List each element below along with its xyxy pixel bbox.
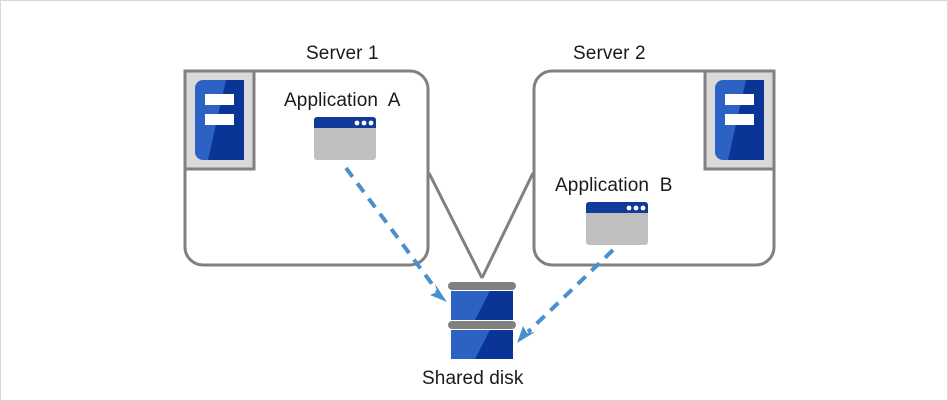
window-dot-icon [361,120,367,126]
shared-disk-label: Shared disk [422,368,524,389]
window-dot-icon [368,120,374,126]
server-1-label: Server 1 [306,43,379,64]
server-2-label: Server 2 [573,43,646,64]
window-dot-icon [626,205,632,211]
application-window-a [314,117,376,160]
application-window-a-titlebar [314,117,376,128]
disk-platter-1-shade [475,291,513,320]
arrow-app-a-head [430,284,447,302]
arrow-app-b-to-disk [517,248,615,343]
server-2-group [532,69,776,267]
disk-platter-2-shade [475,330,513,359]
disk-bar-middle [448,321,516,329]
application-window-b-titlebar [586,202,648,213]
server-icon-2 [703,69,776,171]
application-a-label: Application A [284,90,401,111]
server-icon-1-bar-top [205,94,234,105]
connector-server-2-to-disk [480,172,535,279]
server-1-group [183,69,430,267]
arrow-app-a-line [344,166,440,294]
window-dot-icon [640,205,646,211]
server-icon-1 [183,69,256,171]
disk-bar-top [448,282,516,290]
server-icon-2-bar-top [725,94,754,105]
arrow-app-b-line [526,248,615,334]
server-icon-1-bar-bottom [205,114,234,125]
window-dot-icon [633,205,639,211]
window-dot-icon [354,120,360,126]
connector-server-1-to-disk [427,172,484,279]
application-window-b [586,202,648,245]
server-icon-2-bar-bottom [725,114,754,125]
arrow-app-a-to-disk [344,166,447,302]
arrow-app-b-head [517,326,535,343]
application-b-label: Application B [555,175,673,196]
shared-disk-icon [448,282,516,359]
